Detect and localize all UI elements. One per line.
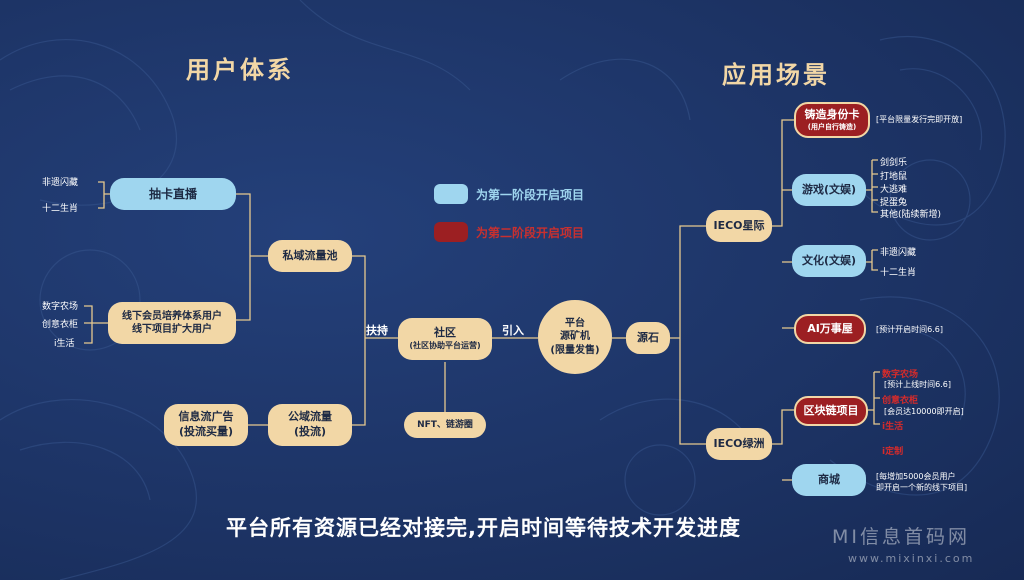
node-community-sub: (社区协助平台运营) bbox=[409, 341, 481, 351]
node-platform-line-1: 源矿机 bbox=[560, 331, 590, 343]
connector-star-branches bbox=[772, 119, 794, 329]
offline-item-0: 数字农场 bbox=[42, 302, 79, 312]
offline-item-2: i生活 bbox=[54, 339, 75, 349]
legend-text-phase1: 为第一阶段开启项目 bbox=[476, 188, 585, 202]
offline-item-1: 创意衣柜 bbox=[42, 320, 79, 330]
live-item-0: 非遗闪藏 bbox=[42, 178, 79, 188]
note-mall-1: 即开启一个新的线下项目] bbox=[876, 483, 968, 492]
node-nft: NFT、链游圈 bbox=[404, 412, 486, 438]
node-ads-line-0: 信息流广告 bbox=[178, 410, 234, 424]
node-platform-miner: 平台 源矿机 (限量发售) bbox=[538, 300, 612, 374]
connector-pools-community bbox=[352, 255, 398, 426]
node-platform-line-2: (限量发售) bbox=[550, 344, 600, 356]
node-identity-card: 铸造身份卡 (用户自行铸造) bbox=[794, 102, 870, 138]
node-ads-line-1: (投流买量) bbox=[178, 425, 234, 438]
game-item-4: 其他(陆续新增) bbox=[880, 210, 942, 220]
node-ai-house: AI万事屋 bbox=[794, 314, 866, 344]
connector-game-items bbox=[866, 159, 878, 213]
note-identity: [平台限量发行完即开放] bbox=[876, 115, 963, 124]
node-ieco-star: IECO星际 bbox=[706, 210, 772, 242]
chain-item-1: 创意衣柜 bbox=[882, 396, 919, 406]
node-community-title: 社区 bbox=[434, 326, 456, 340]
legend-text-phase2: 为第二阶段开启项目 bbox=[476, 226, 585, 240]
node-public-line-1: (投流) bbox=[293, 425, 327, 438]
chain-item-0: 数字农场 bbox=[882, 370, 919, 380]
node-ieco-oasis: IECO绿洲 bbox=[706, 428, 772, 460]
game-item-0: 剑剑乐 bbox=[880, 158, 908, 168]
node-identity-sub: (用户自行铸造) bbox=[807, 122, 857, 131]
node-public-pool: 公域流量 (投流) bbox=[268, 404, 352, 446]
node-game: 游戏(文娱) bbox=[792, 174, 866, 206]
game-item-1: 打地鼠 bbox=[880, 172, 908, 182]
chain-item-2: i生活 bbox=[882, 422, 904, 432]
node-blockchain: 区块链项目 bbox=[794, 396, 868, 426]
node-source-stone: 源石 bbox=[626, 322, 670, 354]
label-import: 引入 bbox=[502, 324, 524, 337]
node-offline-members: 线下会员培养体系用户 线下项目扩大用户 bbox=[108, 302, 236, 344]
note-chain-0: [预计上线时间6.6] bbox=[884, 380, 951, 389]
label-support: 扶持 bbox=[366, 324, 388, 337]
node-offline-line-0: 线下会员培养体系用户 bbox=[122, 310, 222, 322]
bottom-caption: 平台所有资源已经对接完,开启时间等待技术开发进度 bbox=[226, 516, 741, 540]
connector-offline-items bbox=[84, 305, 108, 344]
note-chain-1: [会员达10000即开启] bbox=[884, 407, 964, 416]
node-platform-line-0: 平台 bbox=[565, 317, 585, 329]
game-item-3: 捉蛋兔 bbox=[880, 198, 908, 208]
node-identity-title: 铸造身份卡 bbox=[804, 107, 860, 121]
node-community: 社区 (社区协助平台运营) bbox=[398, 318, 492, 360]
heading-app-scenarios: 应用场景 bbox=[722, 61, 830, 89]
node-live-stream: 抽卡直播 bbox=[110, 178, 236, 210]
culture-item-1: 十二生肖 bbox=[880, 268, 917, 278]
live-item-1: 十二生肖 bbox=[42, 204, 79, 214]
connector-live-items bbox=[98, 181, 110, 209]
note-mall-0: [每增加5000会员用户 bbox=[876, 472, 956, 481]
chain-item-3: i定制 bbox=[882, 447, 904, 457]
connector-oasis-branches bbox=[772, 409, 794, 481]
connector-live-private bbox=[236, 193, 268, 321]
watermark-url: www.mixinxi.com bbox=[848, 552, 975, 565]
node-offline-line-1: 线下项目扩大用户 bbox=[132, 324, 212, 335]
note-ai: [预计开启时间6.6] bbox=[876, 325, 943, 334]
node-mall: 商城 bbox=[792, 464, 866, 496]
node-culture: 文化(文娱) bbox=[792, 245, 866, 277]
heading-user-system: 用户体系 bbox=[186, 56, 294, 84]
node-ads: 信息流广告 (投流买量) bbox=[164, 404, 248, 446]
connector-stone-branches bbox=[670, 225, 706, 445]
node-private-pool: 私域流量池 bbox=[268, 240, 352, 272]
legend-swatch-phase1 bbox=[434, 184, 468, 204]
node-public-line-0: 公域流量 bbox=[288, 410, 332, 424]
legend-swatch-phase2 bbox=[434, 222, 468, 242]
watermark-title: MI信息首码网 bbox=[832, 526, 970, 548]
connector-culture-items bbox=[866, 249, 878, 271]
culture-item-0: 非遗闪藏 bbox=[880, 248, 917, 258]
connector-chain-items bbox=[868, 371, 880, 425]
game-item-2: 大逃难 bbox=[880, 185, 908, 195]
